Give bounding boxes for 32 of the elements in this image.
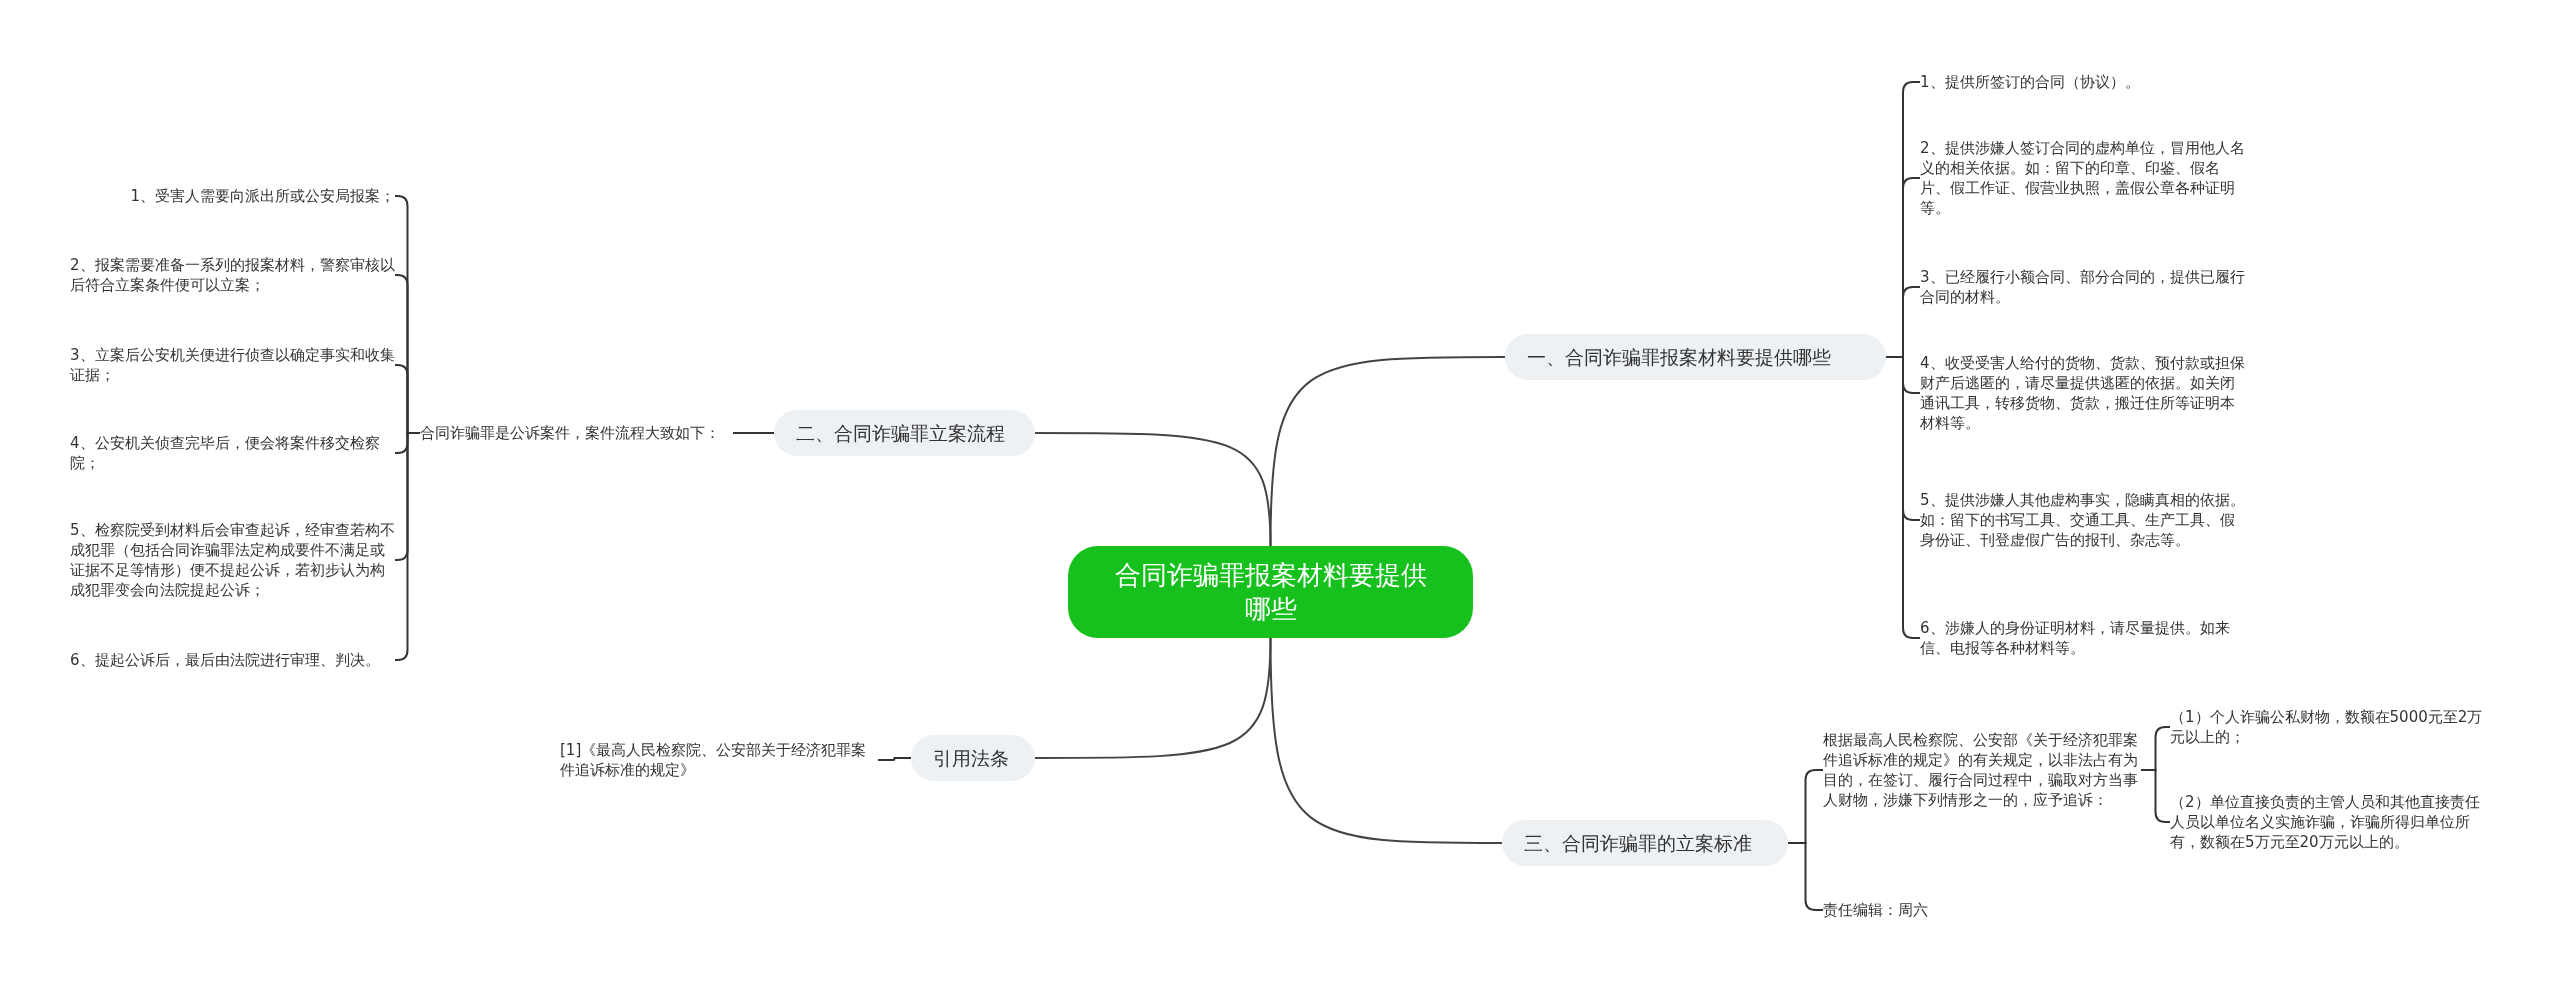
subtopic-text: （2）单位直接负责的主管人员和其他直接责任人员以单位名义实施诈骗，诈骗所得归单位所有，数额在5万元至20万元以上的。 <box>2170 792 2488 852</box>
subtopic-text: [1]《最高人民检察院、公安部关于经济犯罪案件追诉标准的规定》 <box>560 740 878 780</box>
connector-line <box>877 757 912 761</box>
subtopic-text: 1、受害人需要向派出所或公安局报案； <box>70 186 395 206</box>
subtopic-text: 6、提起公诉后，最后由法院进行审理、判决。 <box>70 650 395 670</box>
subtopic-text: 4、公安机关侦查完毕后，便会将案件移交检察院； <box>70 433 395 473</box>
connector-line <box>1034 637 1272 759</box>
connector-line <box>1269 637 1503 844</box>
branch-topic: 引用法条 <box>911 735 1035 781</box>
subtopic-text: 根据最高人民检察院、公安部《关于经济犯罪案件追诉标准的规定》的有关规定，以非法占有为目的，在签订、履行合同过程中，骗取对方当事人财物，涉嫌下列情形之一的，应予追诉： <box>1823 730 2141 810</box>
connector-line <box>2140 769 2171 823</box>
connector-line <box>1034 432 1272 547</box>
connector-line <box>1885 356 1921 639</box>
subtopic-text: 5、提供涉嫌人其他虚构事实，隐瞒真相的依据。如：留下的书写工具、交通工具、生产工具、假身份证、刊登虚假广告的报刊、杂志等。 <box>1920 490 2245 550</box>
subtopic-text: 4、收受受害人给付的货物、货款、预付款或担保财产后逃匿的，请尽量提供逃匿的依据。如关闭通讯工具，转移货物、货款，搬迁住所等证明本材料等。 <box>1920 353 2245 433</box>
branch-topic: 三、合同诈骗罪的立案标准 <box>1502 820 1788 866</box>
subtopic-text: 5、检察院受到材料后会审查起诉，经审查若构不成犯罪（包括合同诈骗罪法定构成要件不满足或证据不足等情形）便不提起公诉，若初步认为构成犯罪变会向法院提起公诉； <box>70 520 395 600</box>
subtopic-text: （1）个人诈骗公私财物，数额在5000元至2万元以上的； <box>2170 707 2488 747</box>
branch-topic: 一、合同诈骗罪报案材料要提供哪些 <box>1505 334 1886 380</box>
connector-line <box>732 432 775 434</box>
subtopic-text: 3、立案后公安机关便进行侦查以确定事实和收集证据； <box>70 345 395 385</box>
subtopic-text: 2、提供涉嫌人签订合同的虚构单位，冒用他人名义的相关依据。如：留下的印章、印鉴、假名片、假工作证、假营业执照，盖假公章各种证明等。 <box>1920 138 2245 218</box>
connector-line <box>394 432 421 661</box>
subtopic-text: 1、提供所签订的合同（协议）。 <box>1920 72 2245 92</box>
subtopic-text: 6、涉嫌人的身份证明材料，请尽量提供。如来信、电报等各种材料等。 <box>1920 618 2245 658</box>
subtopic-text: 责任编辑：周六 <box>1823 900 2023 920</box>
subtopic-text: 3、已经履行小额合同、部分合同的，提供已履行合同的材料。 <box>1920 267 2245 307</box>
subtopic-text: 合同诈骗罪是公诉案件，案件流程大致如下： <box>420 423 733 443</box>
central-topic: 合同诈骗罪报案材料要提供哪些 <box>1068 546 1473 638</box>
subtopic-text: 2、报案需要准备一系列的报案材料，警察审核以后符合立案条件便可以立案； <box>70 255 395 295</box>
branch-topic: 二、合同诈骗罪立案流程 <box>774 410 1035 456</box>
connector-line <box>1269 356 1506 547</box>
